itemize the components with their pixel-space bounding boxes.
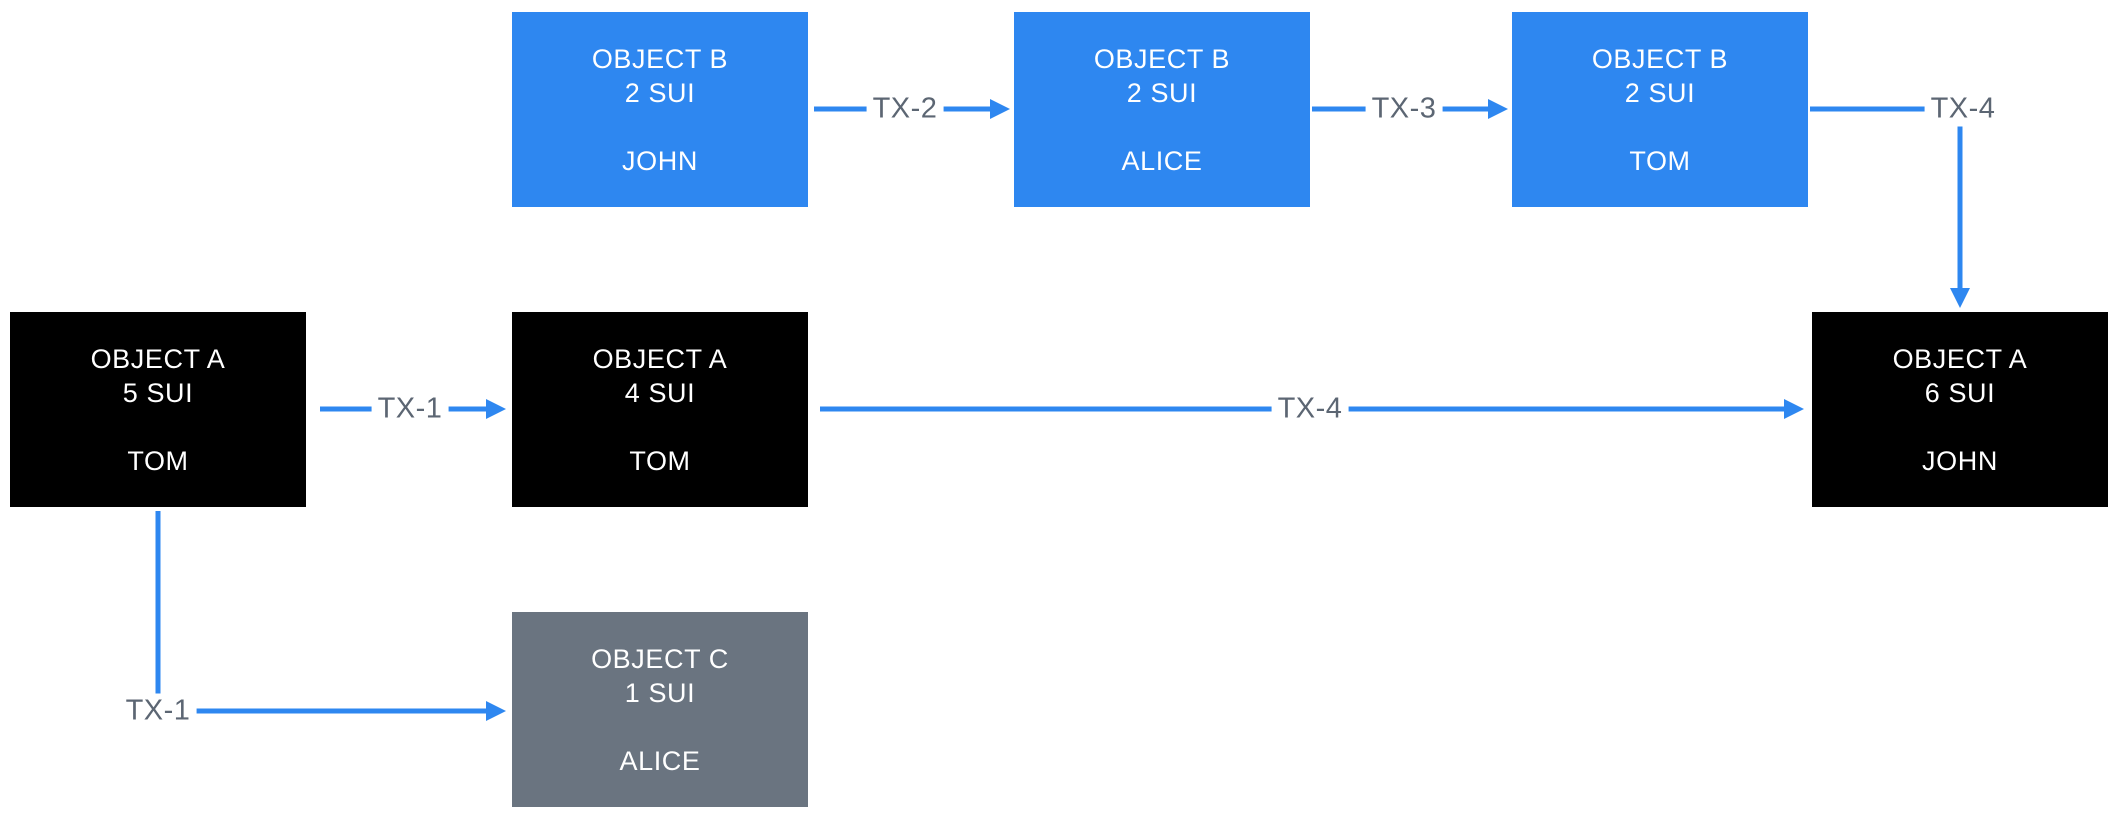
object-amount: 6 SUI bbox=[1924, 378, 1996, 408]
spacer bbox=[1812, 410, 2108, 444]
object-amount: 5 SUI bbox=[122, 378, 194, 408]
object-name: OBJECT B bbox=[1591, 44, 1729, 74]
object-node-b-john: OBJECT B 2 SUI JOHN bbox=[512, 12, 808, 207]
edge-label-tx1: TX-1 bbox=[371, 391, 449, 427]
object-node-a-6-john: OBJECT A 6 SUI JOHN bbox=[1812, 312, 2108, 507]
spacer bbox=[512, 410, 808, 444]
spacer bbox=[512, 710, 808, 744]
edge-label-tx2: TX-2 bbox=[866, 91, 944, 127]
object-name: OBJECT A bbox=[1892, 344, 2028, 374]
tx-1-elbow-arrow bbox=[155, 511, 506, 721]
object-name: OBJECT B bbox=[1093, 44, 1231, 74]
object-owner: JOHN bbox=[622, 146, 698, 176]
object-node-a-5-tom: OBJECT A 5 SUI TOM bbox=[10, 312, 306, 507]
object-owner: ALICE bbox=[1121, 146, 1203, 176]
object-amount: 1 SUI bbox=[624, 678, 696, 708]
tx-4-elbow-arrow bbox=[1810, 106, 1985, 308]
spacer bbox=[1014, 110, 1310, 144]
object-owner: TOM bbox=[1629, 146, 1691, 176]
object-owner: JOHN bbox=[1922, 446, 1998, 476]
object-node-b-alice: OBJECT B 2 SUI ALICE bbox=[1014, 12, 1310, 207]
object-owner: ALICE bbox=[619, 746, 701, 776]
object-node-c-alice: OBJECT C 1 SUI ALICE bbox=[512, 612, 808, 807]
object-node-a-4-tom: OBJECT A 4 SUI TOM bbox=[512, 312, 808, 507]
object-amount: 2 SUI bbox=[1624, 78, 1696, 108]
spacer bbox=[1512, 110, 1808, 144]
edge-label-tx3: TX-3 bbox=[1365, 91, 1443, 127]
edge-label-tx4: TX-4 bbox=[1271, 391, 1349, 427]
object-name: OBJECT A bbox=[90, 344, 226, 374]
spacer bbox=[512, 110, 808, 144]
object-name: OBJECT A bbox=[592, 344, 728, 374]
object-name: OBJECT B bbox=[591, 44, 729, 74]
object-node-b-tom: OBJECT B 2 SUI TOM bbox=[1512, 12, 1808, 207]
object-owner: TOM bbox=[629, 446, 691, 476]
object-name: OBJECT C bbox=[591, 644, 729, 674]
spacer bbox=[10, 410, 306, 444]
object-amount: 2 SUI bbox=[624, 78, 696, 108]
edge-label-tx1-elbow: TX-1 bbox=[119, 693, 197, 729]
edge-label-tx4-elbow: TX-4 bbox=[1924, 91, 2002, 127]
object-amount: 2 SUI bbox=[1126, 78, 1198, 108]
object-amount: 4 SUI bbox=[624, 378, 696, 408]
object-owner: TOM bbox=[127, 446, 189, 476]
